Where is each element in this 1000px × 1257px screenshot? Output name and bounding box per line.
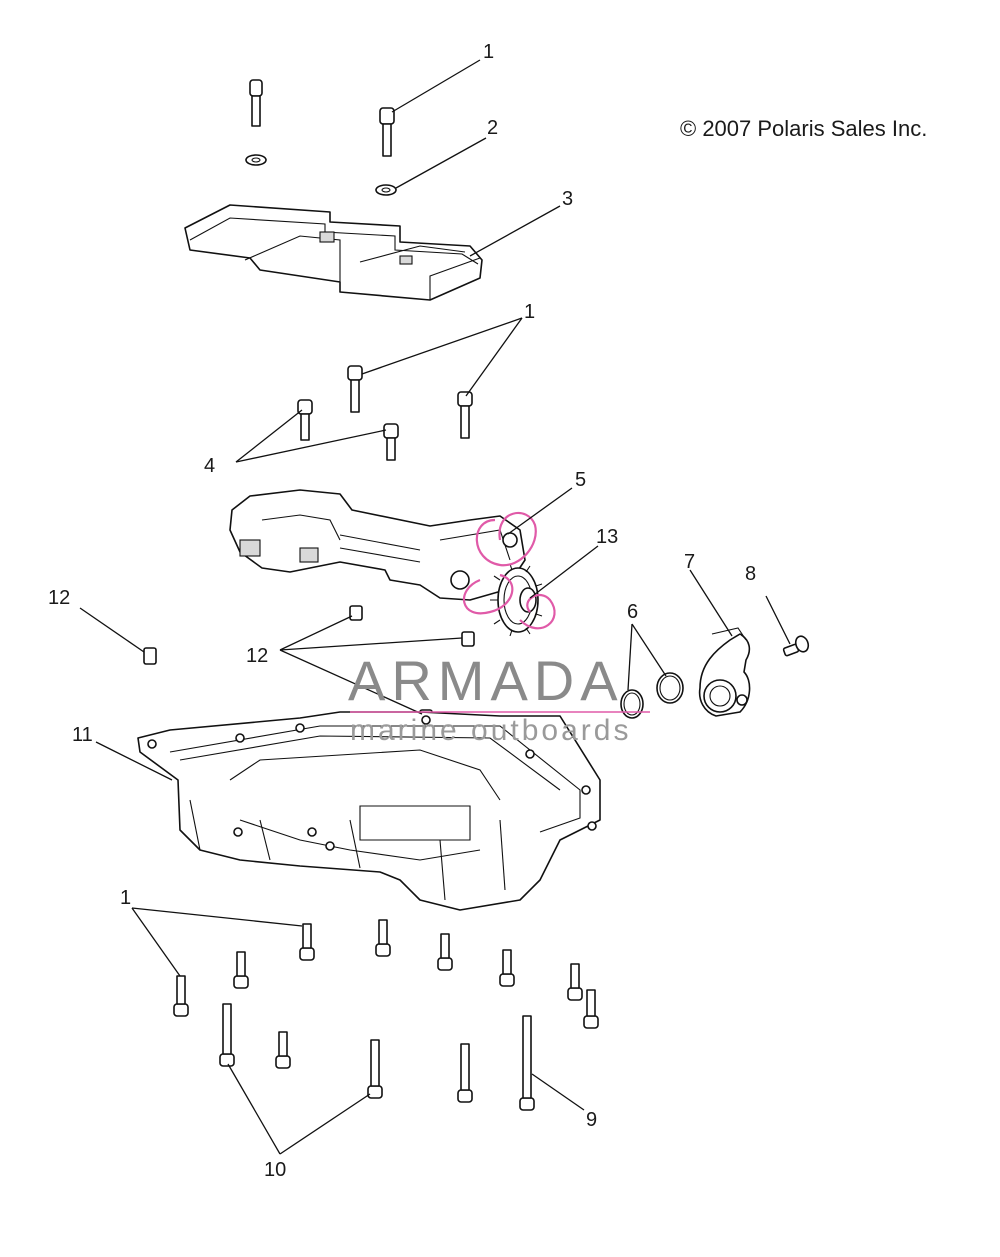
copyright-notice: © 2007 Polaris Sales Inc. bbox=[680, 116, 928, 141]
callout-1-top: 1 bbox=[483, 41, 494, 63]
bolt-bottom-b bbox=[233, 951, 249, 989]
callout-3: 3 bbox=[562, 188, 573, 210]
callout-8: 8 bbox=[745, 563, 756, 585]
callout-9: 9 bbox=[586, 1109, 597, 1131]
callout-10: 10 bbox=[264, 1159, 286, 1181]
dowel-pin-center-upper bbox=[349, 605, 363, 621]
fitting-bolt bbox=[782, 635, 810, 657]
bolt-long-j bbox=[219, 1003, 235, 1067]
watermark-brand: ARMADA bbox=[348, 649, 624, 712]
bolt-top-left bbox=[249, 79, 263, 127]
bolt-bottom-g bbox=[567, 963, 583, 1001]
bolt-bottom-f bbox=[499, 949, 515, 987]
callout-12-left: 12 bbox=[48, 587, 70, 609]
callout-5: 5 bbox=[575, 469, 586, 491]
bolt-bottom-e bbox=[437, 933, 453, 971]
bolt-long-m bbox=[519, 1015, 535, 1111]
oil-pan bbox=[137, 711, 601, 911]
bolt-long-l bbox=[457, 1043, 473, 1103]
callout-13: 13 bbox=[596, 526, 618, 548]
bolt-long-k bbox=[367, 1039, 383, 1099]
washer-top-right bbox=[375, 184, 397, 196]
callout-12-center: 12 bbox=[246, 645, 268, 667]
callout-labels: 1 2 3 1 4 5 13 7 8 6 12 12 11 1 9 10 bbox=[48, 41, 756, 1181]
oil-fitting-elbow bbox=[698, 627, 751, 717]
bolt-bottom-i bbox=[275, 1031, 291, 1069]
watermark-tagline: marine outboards bbox=[350, 714, 632, 747]
callout-11: 11 bbox=[72, 724, 93, 746]
watermark-logo-swirl bbox=[462, 511, 556, 630]
baffle-plate bbox=[184, 204, 483, 301]
callout-4: 4 bbox=[204, 455, 215, 477]
dowel-pin-center-right bbox=[461, 631, 475, 647]
bolt-bottom-a bbox=[173, 975, 189, 1017]
bolt-bottom-c bbox=[299, 923, 315, 961]
o-ring-outer bbox=[656, 672, 684, 704]
bolt-mid-2 bbox=[457, 391, 473, 439]
bolt-mid-3 bbox=[297, 399, 313, 441]
bolt-bottom-h bbox=[583, 989, 599, 1029]
callout-6: 6 bbox=[627, 601, 638, 623]
callout-7: 7 bbox=[684, 551, 695, 573]
dowel-pin-left bbox=[143, 647, 157, 665]
callout-1-bottom: 1 bbox=[120, 887, 131, 909]
oil-pump-assembly bbox=[229, 489, 526, 601]
callout-2: 2 bbox=[487, 117, 498, 139]
bolt-bottom-d bbox=[375, 919, 391, 957]
o-ring-inner bbox=[620, 689, 644, 719]
leader-lines bbox=[79, 59, 791, 1155]
bolt-mid-1 bbox=[347, 365, 363, 413]
washer-top-left bbox=[245, 154, 267, 166]
bolt-mid-4 bbox=[383, 423, 399, 461]
callout-1-middle: 1 bbox=[524, 301, 535, 323]
bolt-top-right bbox=[379, 107, 395, 157]
